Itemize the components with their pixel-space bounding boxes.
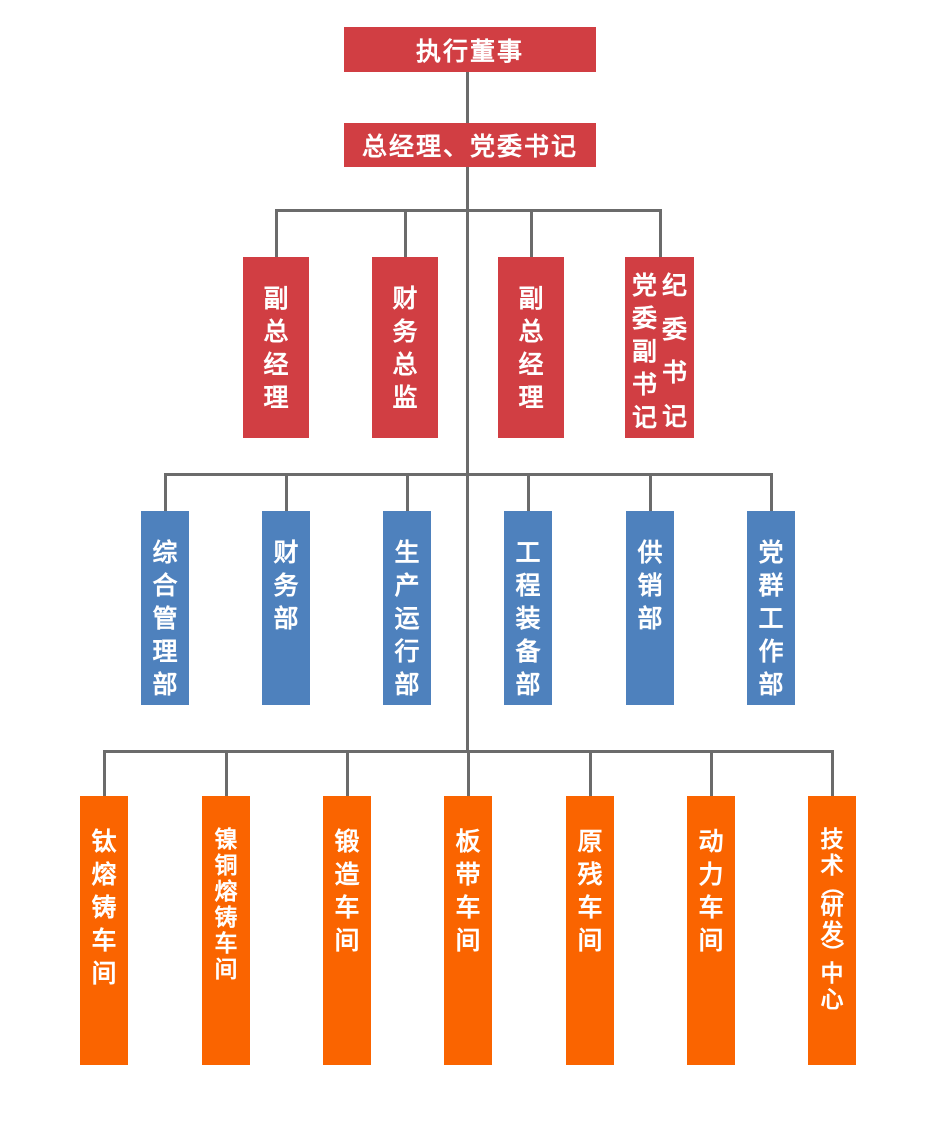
connector-line	[466, 72, 469, 123]
org-node-label: 财务总监	[392, 285, 418, 412]
org-node-workshops-0: 钛熔铸车间	[80, 796, 128, 1065]
connector-line	[649, 473, 652, 511]
org-node-departments-0: 综合管理部	[141, 511, 189, 705]
org-node-label: 动力车间	[698, 828, 724, 955]
org-node-workshops-3: 板带车间	[444, 796, 492, 1065]
org-node-label: 综合管理部	[152, 539, 178, 699]
connector-line	[710, 750, 713, 796]
org-node-label: 纪委书记	[662, 272, 688, 431]
org-node-workshops-2: 锻造车间	[323, 796, 371, 1065]
org-node-departments-1: 财务部	[262, 511, 310, 705]
org-node-departments-3: 工程装备部	[504, 511, 552, 705]
org-node-label: 钛熔铸车间	[91, 828, 117, 988]
connector-line	[659, 209, 662, 257]
org-node-workshops-5: 动力车间	[687, 796, 735, 1065]
connector-line	[770, 473, 773, 511]
org-node-label: 生产运行部	[394, 539, 420, 699]
org-node-departments-5: 党群工作部	[747, 511, 795, 705]
org-node-workshops-1: 镍铜熔铸车间	[202, 796, 250, 1065]
org-node-label: 技术（研发）中心	[819, 826, 845, 1012]
connector-line	[346, 750, 349, 796]
org-node-label: 供销部	[637, 539, 663, 633]
connector-line	[466, 167, 469, 753]
org-node-label: 副总经理	[263, 285, 289, 412]
connector-line	[467, 750, 470, 796]
connector-line	[589, 750, 592, 796]
org-node-departments-4: 供销部	[626, 511, 674, 705]
org-node-label: 板带车间	[455, 828, 481, 955]
org-node-management-1: 财务总监	[372, 257, 438, 438]
org-node-label: 副总经理	[518, 285, 544, 412]
org-node-label: 镍铜熔铸车间	[214, 826, 238, 982]
org-node-management-2: 副总经理	[498, 257, 564, 438]
connector-line	[225, 750, 228, 796]
connector-line	[275, 209, 662, 212]
connector-line	[831, 750, 834, 796]
org-node-management-0: 副总经理	[243, 257, 309, 438]
org-node-label: 党群工作部	[758, 539, 784, 699]
org-node-label: 原残车间	[577, 828, 603, 955]
connector-line	[530, 209, 533, 257]
org-node-departments-2: 生产运行部	[383, 511, 431, 705]
connector-line	[406, 473, 409, 511]
org-node-general-manager: 总经理、党委书记	[344, 123, 596, 167]
connector-line	[404, 209, 407, 257]
connector-line	[285, 473, 288, 511]
org-node-workshops-6: 技术（研发）中心	[808, 796, 856, 1065]
org-node-executive-director: 执行董事	[344, 27, 596, 72]
org-node-label: 党委副书记	[631, 272, 657, 432]
connector-line	[103, 750, 106, 796]
org-node-management-3: 纪委书记党委副书记	[625, 257, 694, 438]
connector-line	[164, 473, 773, 476]
connector-line	[275, 209, 278, 257]
connector-line	[164, 473, 167, 511]
org-node-label: 锻造车间	[334, 828, 360, 955]
org-node-label: 财务部	[273, 539, 299, 633]
org-node-label: 工程装备部	[515, 539, 541, 699]
connector-line	[527, 473, 530, 511]
org-node-workshops-4: 原残车间	[566, 796, 614, 1065]
